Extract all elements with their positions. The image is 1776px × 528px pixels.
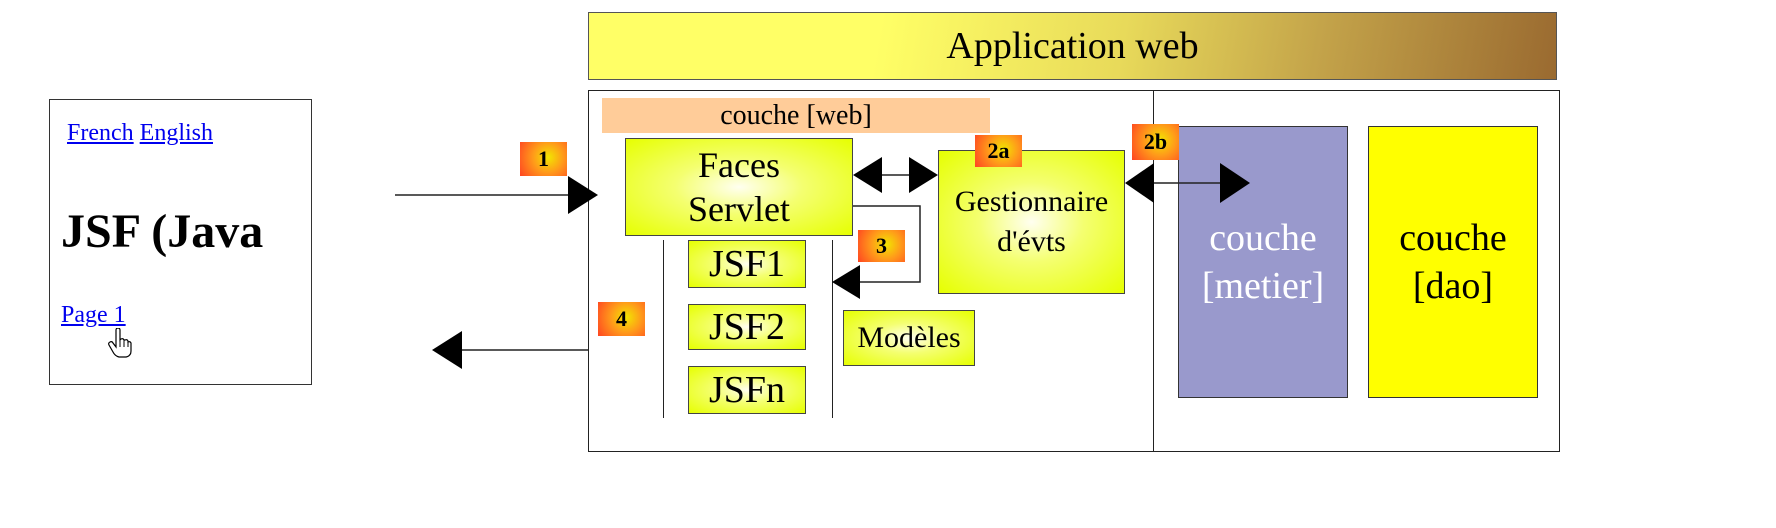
request-arrow — [395, 176, 598, 214]
dao-line1: couche — [1399, 217, 1507, 259]
faces-servlet-line1: Faces — [698, 145, 780, 185]
hand-pointer-icon — [108, 328, 132, 358]
jsf-page-box: JSFn — [688, 366, 806, 414]
layer-divider — [1153, 90, 1154, 452]
response-arrow — [432, 331, 588, 369]
jsf-group-left-line — [663, 240, 664, 418]
metier-line2: [metier] — [1201, 265, 1325, 307]
faces-servlet-box: Faces Servlet — [625, 138, 853, 236]
link-french[interactable]: French — [67, 120, 134, 146]
jsf-page-box: JSF2 — [688, 304, 806, 350]
step-badge-4: 4 — [598, 302, 645, 336]
page-heading: JSF (Java — [61, 205, 264, 258]
jsf-page-box: JSF1 — [688, 240, 806, 288]
models-box: Modèles — [843, 310, 975, 366]
step-badge-3: 3 — [858, 230, 905, 262]
application-container — [588, 90, 1560, 452]
step-badge-1: 1 — [520, 142, 567, 176]
metier-line1: couche — [1209, 217, 1317, 259]
event-handler-line1: Gestionnaire — [954, 185, 1109, 218]
dao-line2: [dao] — [1412, 265, 1494, 307]
web-layer-label: couche [web] — [602, 98, 990, 133]
metier-layer-box: couche [metier] — [1178, 126, 1348, 398]
jsf-group-right-line — [832, 240, 833, 418]
event-handler-line2: d'évts — [997, 225, 1066, 258]
event-handler-box: Gestionnaire d'évts — [938, 150, 1125, 294]
language-links: French English — [67, 120, 213, 147]
step-badge-2b: 2b — [1132, 124, 1179, 160]
browser-window: French English JSF (Java Page 1 — [49, 99, 312, 385]
link-page-1[interactable]: Page 1 — [61, 302, 126, 328]
dao-layer-box: couche [dao] — [1368, 126, 1538, 398]
application-web-title: Application web — [588, 12, 1557, 80]
link-english[interactable]: English — [139, 120, 213, 146]
faces-servlet-line2: Servlet — [688, 189, 790, 229]
step-badge-2a: 2a — [975, 135, 1022, 167]
